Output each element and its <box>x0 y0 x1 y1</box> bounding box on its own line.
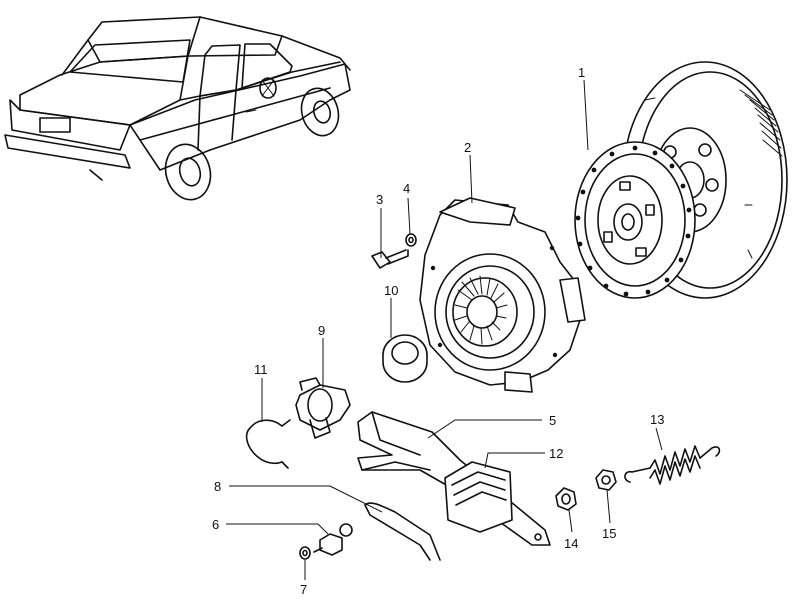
part-number-10: 10 <box>384 283 398 298</box>
part-number-2: 2 <box>464 140 471 155</box>
bolt <box>371 249 409 269</box>
part-number-7: 7 <box>300 582 307 597</box>
clutch-disc <box>574 141 696 299</box>
washer <box>299 546 311 560</box>
part-number-11: 11 <box>254 362 268 377</box>
part-number-13: 13 <box>650 412 664 427</box>
pressure-plate <box>419 197 586 393</box>
part-number-9: 9 <box>318 323 325 338</box>
retainer-spring-clip <box>245 419 291 469</box>
part-number-4: 4 <box>403 181 410 196</box>
part-number-14: 14 <box>564 536 578 551</box>
part-number-labels: 1 2 3 4 5 6 7 8 9 10 11 12 13 14 15 <box>212 65 664 597</box>
sedan-car-illustration <box>4 16 351 201</box>
hex-nut <box>595 469 617 491</box>
part-number-6: 6 <box>212 517 219 532</box>
bearing-sleeve <box>295 377 351 439</box>
part-number-5: 5 <box>549 413 556 428</box>
lock-washer <box>405 233 417 247</box>
part-number-3: 3 <box>376 192 383 207</box>
dust-boot <box>444 461 513 533</box>
leader-lines <box>226 79 663 580</box>
part-number-15: 15 <box>602 526 616 541</box>
part-number-12: 12 <box>549 446 563 461</box>
part-number-8: 8 <box>214 479 221 494</box>
part-number-1: 1 <box>578 65 585 80</box>
retainer-spring-wire <box>364 502 441 561</box>
pivot-nut <box>555 487 577 511</box>
return-spring <box>624 445 721 485</box>
release-bearing <box>382 334 428 383</box>
pivot-bolt <box>313 523 353 556</box>
